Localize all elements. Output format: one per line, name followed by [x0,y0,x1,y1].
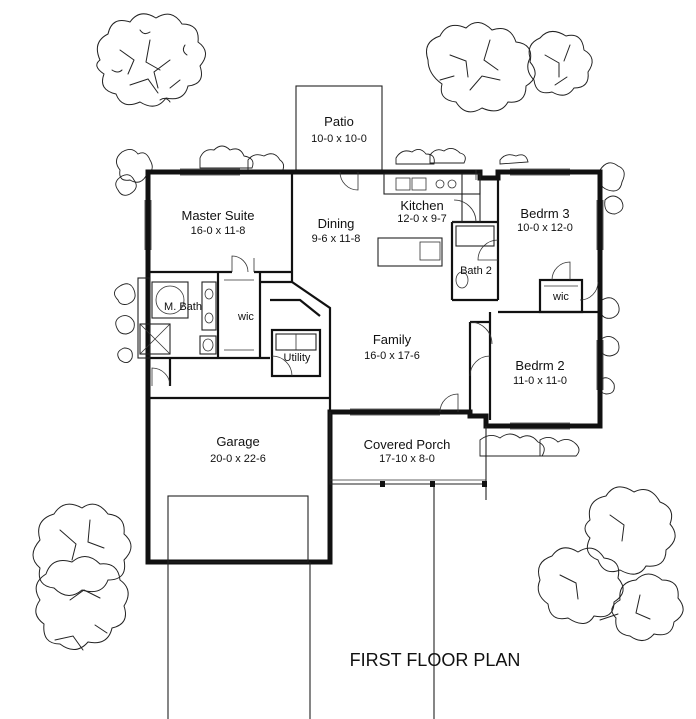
room-master-suite: Master Suite 16-0 x 11-8 [182,208,255,237]
room-garage: Garage 20-0 x 22-6 [210,434,266,465]
kitchen-dim: 12-0 x 9-7 [397,213,447,225]
bedrm2-name: Bedrm 2 [515,358,564,373]
wic-bed3-name: wic [552,291,569,303]
family-name: Family [373,332,412,347]
windows [144,168,604,430]
master-suite-dim: 16-0 x 11-8 [191,225,246,237]
covered-porch-dim: 17-10 x 8-0 [379,453,435,465]
covered-porch-name: Covered Porch [364,437,451,452]
utility-name: Utility [284,352,311,364]
room-bath2: Bath 2 [460,265,492,277]
room-kitchen: Kitchen 12-0 x 9-7 [397,198,447,225]
room-covered-porch: Covered Porch 17-10 x 8-0 [364,437,451,465]
room-bedrm3: Bedrm 3 10-0 x 12-0 [517,206,573,234]
interior-walls [137,172,600,485]
bath2-name: Bath 2 [460,265,492,277]
tree-bottom-left [32,503,132,651]
room-bedrm2: Bedrm 2 11-0 x 11-0 [513,358,567,387]
room-utility: Utility [284,352,311,364]
tree-top-right [426,22,593,113]
garage-dim: 20-0 x 22-6 [210,453,266,465]
m-bath-name: M. Bath [164,301,202,313]
room-wic-bed3: wic [552,291,569,303]
kitchen-name: Kitchen [400,198,443,213]
dining-name: Dining [318,216,355,231]
wic-master-name: wic [237,311,254,323]
patio-dim: 10-0 x 10-0 [311,133,367,145]
bedrm2-dim: 11-0 x 11-0 [513,375,567,387]
room-patio: Patio 10-0 x 10-0 [311,114,367,145]
room-family: Family 16-0 x 17-6 [364,332,420,362]
bedrm3-name: Bedrm 3 [520,206,569,221]
garage-and-drive [167,481,487,719]
room-dining: Dining 9-6 x 11-8 [312,216,361,245]
garage-name: Garage [216,434,259,449]
tree-bottom-right [537,486,684,641]
family-dim: 16-0 x 17-6 [364,350,420,362]
plan-title: FIRST FLOOR PLAN [350,650,521,670]
room-m-bath: M. Bath [164,301,202,313]
tree-top-left [96,13,206,107]
fixtures [139,170,578,355]
patio-name: Patio [324,114,354,129]
dining-dim: 9-6 x 11-8 [312,233,361,245]
master-suite-name: Master Suite [182,208,255,223]
room-wic-master: wic [237,311,254,323]
bedrm3-dim: 10-0 x 12-0 [517,222,573,234]
